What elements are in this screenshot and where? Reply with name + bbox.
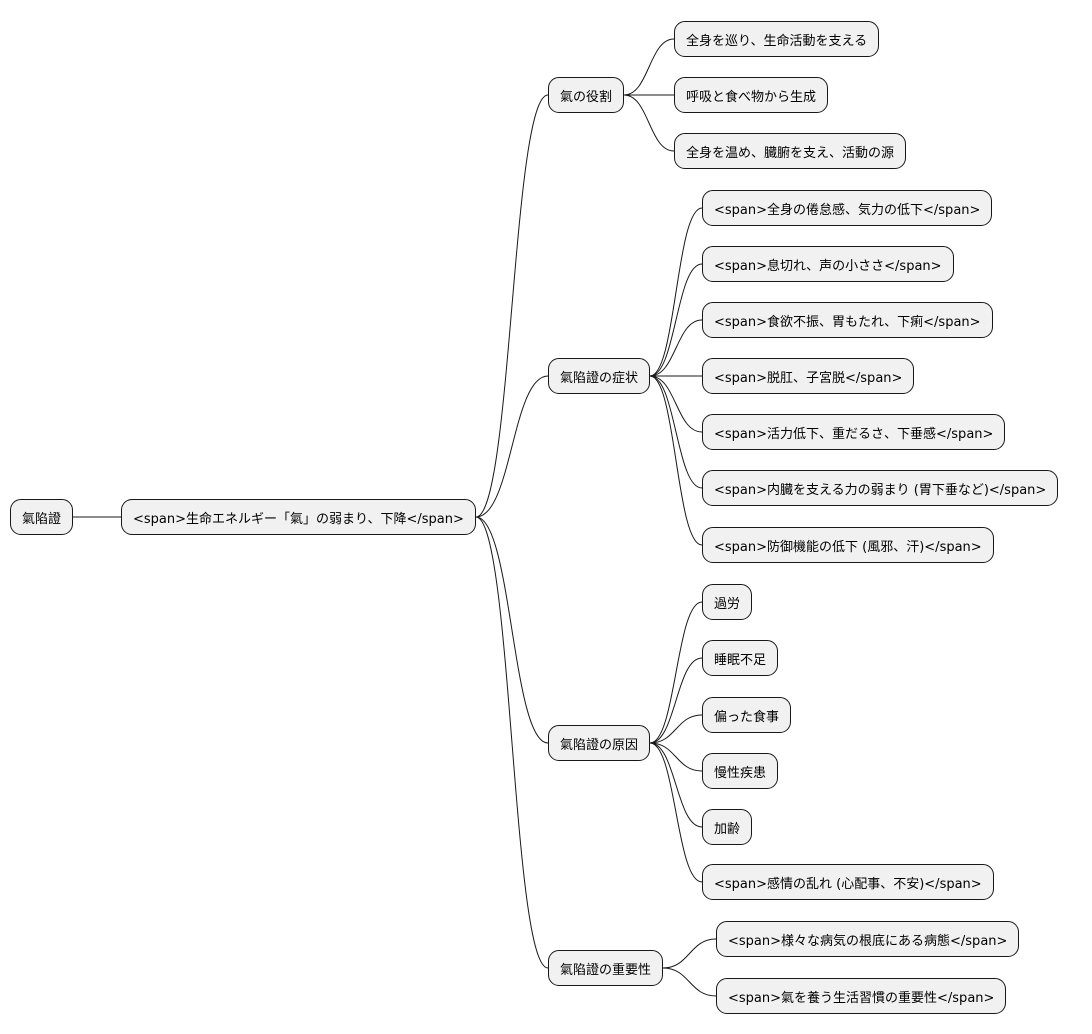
leaf-node: <span>食欲不振、胃もたれ、下痢</span> (702, 302, 993, 338)
connector (475, 375, 549, 518)
connector (649, 742, 703, 883)
connector (623, 94, 675, 152)
leaf-node: 呼吸と食べ物から生成 (674, 77, 829, 113)
leaf-node: <span>活力低下、重だるさ、下垂感</span> (702, 414, 1006, 450)
connector (649, 657, 703, 744)
connector (650, 742, 703, 772)
connector (649, 601, 703, 744)
branch-node-causes: 氣陷證の原因 (548, 725, 651, 761)
leaf-node: 加齢 (702, 809, 753, 845)
connector (663, 938, 717, 969)
leaf-node: 全身を巡り、生命活動を支える (674, 21, 880, 57)
connector (649, 263, 703, 377)
connector (649, 207, 703, 377)
connector (475, 516, 549, 744)
connector (623, 38, 675, 96)
branch-node-role: 氣の役割 (548, 77, 625, 113)
connector (649, 742, 703, 828)
leaf-node: <span>様々な病気の根底にある病態</span> (716, 921, 1020, 957)
connector (650, 714, 703, 744)
branch-node-importance: 氣陷證の重要性 (548, 950, 664, 986)
leaf-node: <span>防御機能の低下 (風邪、汗)</span> (702, 527, 994, 563)
leaf-node: 全身を温め、臓腑を支え、活動の源 (674, 133, 907, 169)
connector (475, 516, 549, 969)
branch-node-symptoms: 氣陷證の症状 (548, 358, 651, 394)
connector (649, 375, 703, 489)
leaf-node: <span>息切れ、声の小ささ</span> (702, 246, 954, 282)
connector (475, 94, 549, 518)
core-node: <span>生命エネルギー「氣」の弱まり、下降</span> (121, 499, 476, 535)
leaf-node: 慢性疾患 (702, 753, 779, 789)
root-node: 氣陷證 (10, 499, 74, 535)
leaf-node: 過労 (702, 584, 753, 620)
leaf-node: 偏った食事 (702, 697, 792, 733)
connector (663, 967, 717, 997)
leaf-node: <span>感情の乱れ (心配事、不安)</span> (702, 864, 994, 900)
leaf-node: <span>脱肛、子宮脱</span> (702, 358, 915, 394)
leaf-node: <span>内臓を支える力の弱まり (胃下垂など)</span> (702, 470, 1059, 506)
leaf-node: <span>全身の倦怠感、気力の低下</span> (702, 190, 993, 226)
connector (649, 319, 703, 377)
leaf-node: 睡眠不足 (702, 640, 779, 676)
connector (649, 375, 703, 546)
leaf-node: <span>氣を養う生活習慣の重要性</span> (716, 978, 1007, 1014)
connector (649, 375, 703, 433)
